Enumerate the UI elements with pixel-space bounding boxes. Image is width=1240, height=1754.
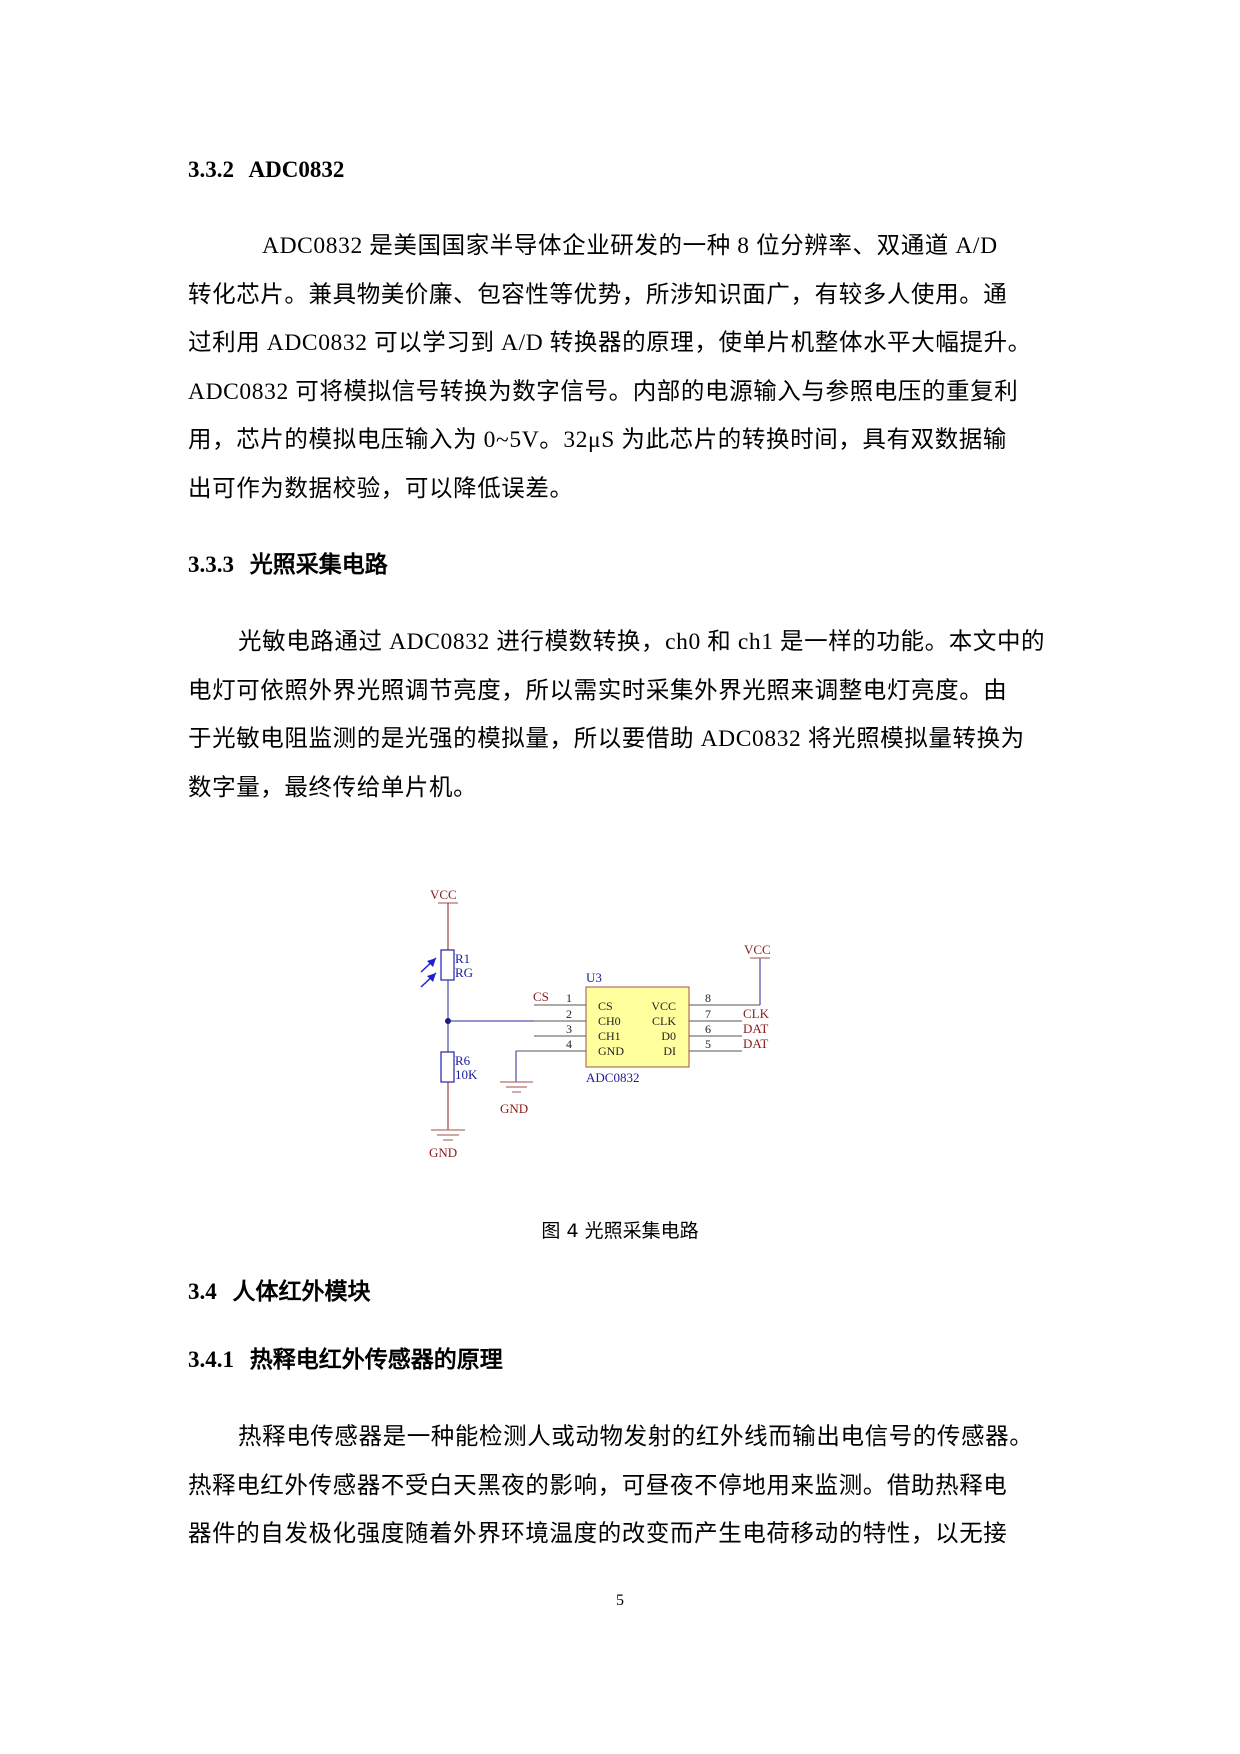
paragraph-light-circuit: 光敏电路通过 ADC0832 进行模数转换，ch0 和 ch1 是一样的功能。本… [188,618,1058,812]
r6-ref: R6 [455,1053,471,1068]
text-line: 热释电红外传感器不受白天黑夜的影响，可昼夜不停地用来监测。借助热释电 [188,1472,1008,1499]
pin-name: CS [598,999,613,1013]
gnd-label-mid: GND [500,1101,528,1116]
pin-number: 6 [705,1022,711,1036]
net-label-cs: CS [533,989,549,1004]
heading-title: 光照采集电路 [249,552,388,577]
text-line: 热释电传感器是一种能检测人或动物发射的红外线而输出电信号的传感器。 [238,1424,1034,1450]
paragraph-pyroelectric: 热释电传感器是一种能检测人或动物发射的红外线而输出电信号的传感器。 热释电红外传… [188,1413,1058,1559]
pin-name: CH0 [598,1014,621,1028]
section-heading-3-3-3: 3.3.3 光照采集电路 [188,550,388,580]
pin-number: 1 [566,991,572,1005]
pin-name: DI [663,1044,676,1058]
net-label-clk: CLK [743,1006,770,1021]
chip-ref: U3 [586,970,602,985]
heading-title: 人体红外模块 [232,1279,371,1304]
figure-caption: 图 4 光照采集电路 [541,1220,699,1242]
pin-name: D0 [661,1029,676,1043]
pin-number: 5 [705,1037,711,1051]
pin-number: 8 [705,991,711,1005]
light-sensor-schematic: VCC R1 RG R6 10K GND U3 ADC [420,887,771,1160]
section-heading-3-4: 3.4 人体红外模块 [188,1277,371,1307]
section-heading-3-4-1: 3.4.1 热释电红外传感器的原理 [188,1345,503,1375]
paragraph-adc0832-intro: ADC0832 是美国国家半导体企业研发的一种 8 位分辨率、双通道 A/D 转… [188,222,1058,513]
text-line: 用，芯片的模拟电压输入为 0~5V。32μS 为此芯片的转换时间，具有双数据输 [188,427,1008,453]
net-label-dat: DAT [743,1036,768,1051]
ground-icon [500,1081,533,1093]
text-line: 数字量，最终传给单片机。 [188,774,478,801]
text-line: 出可作为数据校验，可以降低误差。 [188,475,574,502]
net-label-dat: DAT [743,1021,768,1036]
vcc-label-right: VCC [744,942,771,957]
pin-number: 4 [566,1037,572,1051]
vcc-label-left: VCC [430,887,457,902]
text-line: 电灯可依照外界光照调节亮度，所以需实时采集外界光照来调整电灯亮度。由 [188,677,1008,704]
light-arrow-icon [420,957,437,988]
heading-number: 3.3.2 [188,157,234,182]
photoresistor-r1 [440,949,455,981]
text-line: 器件的自发极化强度随着外界环境温度的改变而产生电荷移动的特性，以无接 [188,1521,1008,1547]
r1-value: RG [455,965,473,980]
text-line: 光敏电路通过 ADC0832 进行模数转换，ch0 和 ch1 是一样的功能。本… [238,629,1046,655]
r6-value: 10K [455,1067,478,1082]
heading-number: 3.4.1 [188,1347,234,1372]
chip-part: ADC0832 [586,1070,639,1085]
page-number: 5 [616,1592,624,1609]
pin-number: 7 [705,1007,711,1021]
pin-name: GND [598,1044,624,1058]
pin-number: 3 [566,1022,572,1036]
gnd-label-left: GND [429,1145,457,1160]
text-line: ADC0832 可将模拟信号转换为数字信号。内部的电源输入与参照电压的重复利 [188,378,1019,405]
pin-number: 2 [566,1007,572,1021]
resistor-r6 [440,1051,455,1083]
text-line: 于光敏电阻监测的是光强的模拟量，所以要借助 ADC0832 将光照模拟量转换为 [188,726,1025,752]
pin-name: CLK [652,1014,676,1028]
section-heading-3-3-2: 3.3.2 ADC0832 [188,155,344,185]
heading-number: 3.4 [188,1279,217,1304]
r1-ref: R1 [455,951,470,966]
adc0832-chip [585,986,690,1068]
text-line: 转化芯片。兼具物美价廉、包容性等优势，所涉知识面广，有较多人使用。通 [188,281,1008,308]
heading-title: 热释电红外传感器的原理 [249,1347,503,1372]
text-line: ADC0832 是美国国家半导体企业研发的一种 8 位分辨率、双通道 A/D [262,233,998,259]
heading-number: 3.3.3 [188,552,234,577]
text-line: 过利用 ADC0832 可以学习到 A/D 转换器的原理，使单片机整体水平大幅提… [188,330,1032,356]
pin-name: VCC [651,999,676,1013]
pin-name: CH1 [598,1029,621,1043]
ground-icon [431,1129,465,1141]
heading-title: ADC0832 [248,157,345,182]
